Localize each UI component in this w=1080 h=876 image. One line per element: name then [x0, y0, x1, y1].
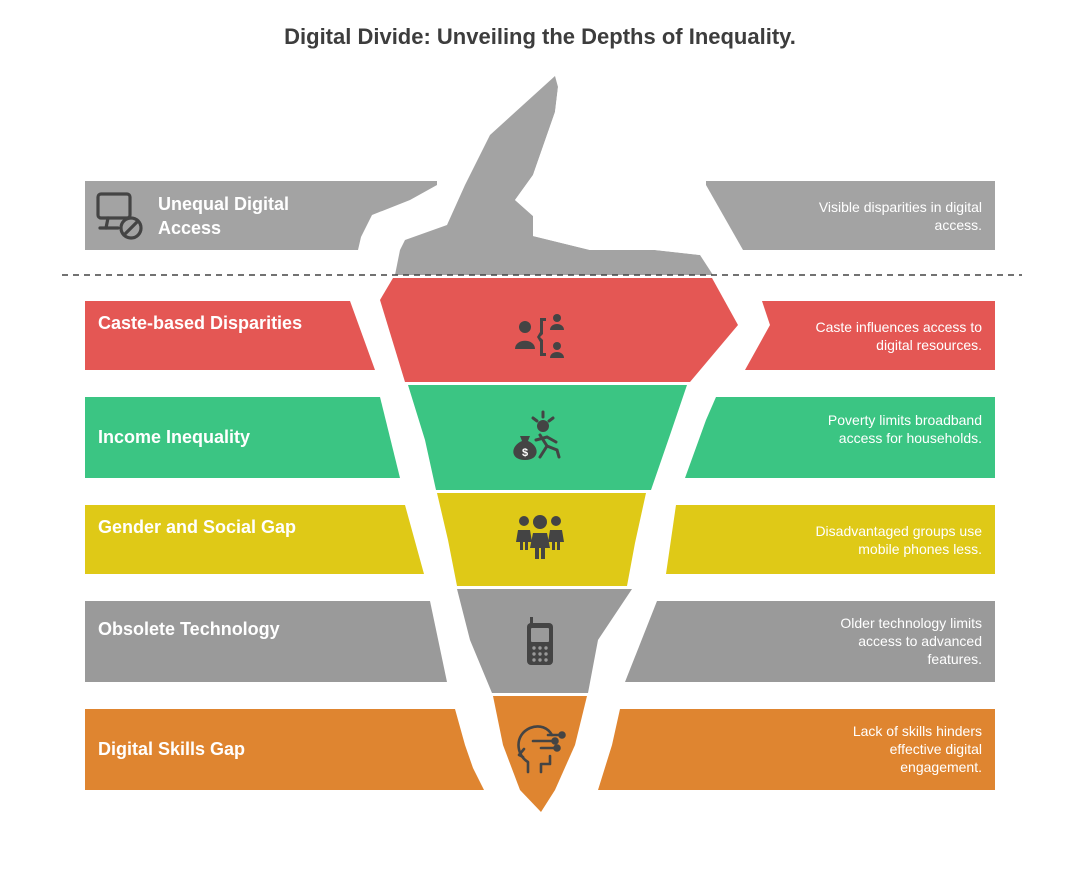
iceberg-tip-snow [515, 87, 700, 255]
layer-label-4: Obsolete Technology [98, 619, 280, 639]
hierarchy-people-icon [515, 314, 564, 358]
layer-description-0: Visible disparities in digital access. [818, 199, 982, 233]
layer-description-3: Disadvantaged groups use mobile phones l… [815, 523, 982, 557]
iceberg-layer-5 [493, 696, 587, 812]
people-group-icon [516, 515, 564, 559]
feature-phone-icon [527, 617, 553, 665]
layer-label-1: Caste-based Disparities [98, 313, 303, 333]
svg-text:$: $ [522, 447, 528, 459]
layer-label-0: Unequal Digital Access [158, 194, 290, 238]
band-right-1 [745, 301, 995, 370]
monitor-blocked-icon [96, 192, 143, 240]
band-right-3 [666, 505, 995, 574]
band-left-4 [85, 601, 447, 682]
layer-label-3: Gender and Social Gap [98, 517, 297, 537]
diagram-title: Digital Divide: Unveiling the Depths of … [284, 24, 796, 49]
band-right-4 [625, 601, 995, 682]
layer-description-2: Poverty limits broadband access for hous… [827, 412, 982, 446]
band-right-5 [598, 709, 995, 790]
iceberg-tip-shadow [395, 76, 713, 275]
band-left-0 [85, 181, 437, 250]
layer-description-4: Older technology limits access to advanc… [840, 615, 982, 667]
layer-description-5: Lack of skills hinders effective digital… [852, 723, 982, 775]
layer-label-2: Income Inequality [98, 427, 251, 447]
head-circuit-icon [517, 725, 566, 774]
money-bag-runner-icon: $ [513, 410, 561, 460]
band-right-2 [685, 397, 995, 478]
band-right-0 [706, 181, 995, 250]
band-left-3 [85, 505, 424, 574]
band-left-2 [85, 397, 400, 478]
layer-label-5: Digital Skills Gap [98, 739, 246, 759]
band-left-1 [85, 301, 375, 370]
band-left-5 [85, 709, 484, 790]
layer-description-1: Caste influences access to digital resou… [815, 319, 982, 353]
